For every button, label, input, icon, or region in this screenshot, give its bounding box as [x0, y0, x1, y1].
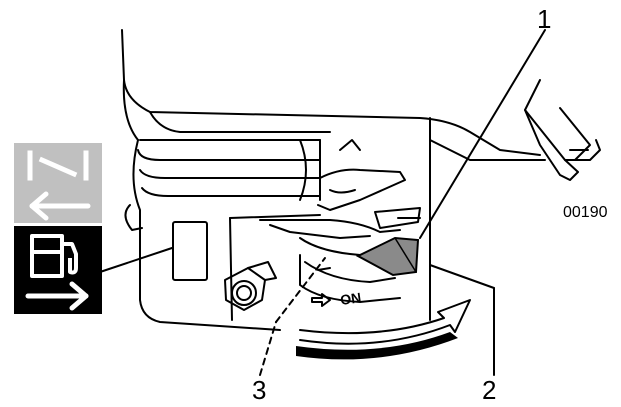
figure-code: 00190	[563, 204, 608, 221]
turn-arrow-fill	[296, 332, 458, 360]
label-plate	[172, 221, 208, 281]
turn-arrow	[299, 299, 471, 345]
valve-on-marking: ON	[339, 289, 362, 308]
cooling-fins	[137, 139, 321, 201]
callout-2: 2	[482, 375, 497, 405]
on-symbol-panel	[14, 226, 102, 314]
fuel-valve-assembly	[259, 139, 421, 307]
fuel-pump-icon	[30, 234, 78, 278]
crankcase	[124, 139, 321, 331]
engine-housing	[121, 29, 546, 321]
tank-bracket	[524, 79, 601, 181]
arrow-right-icon	[25, 281, 89, 311]
fuel-lever	[355, 236, 420, 277]
arrow-left-icon	[29, 191, 91, 221]
choke-closed-icon	[27, 150, 89, 181]
callout-1: 1	[537, 4, 552, 34]
leader-lines	[99, 29, 546, 376]
off-symbol-panel	[14, 143, 102, 223]
callout-3: 3	[252, 375, 267, 405]
